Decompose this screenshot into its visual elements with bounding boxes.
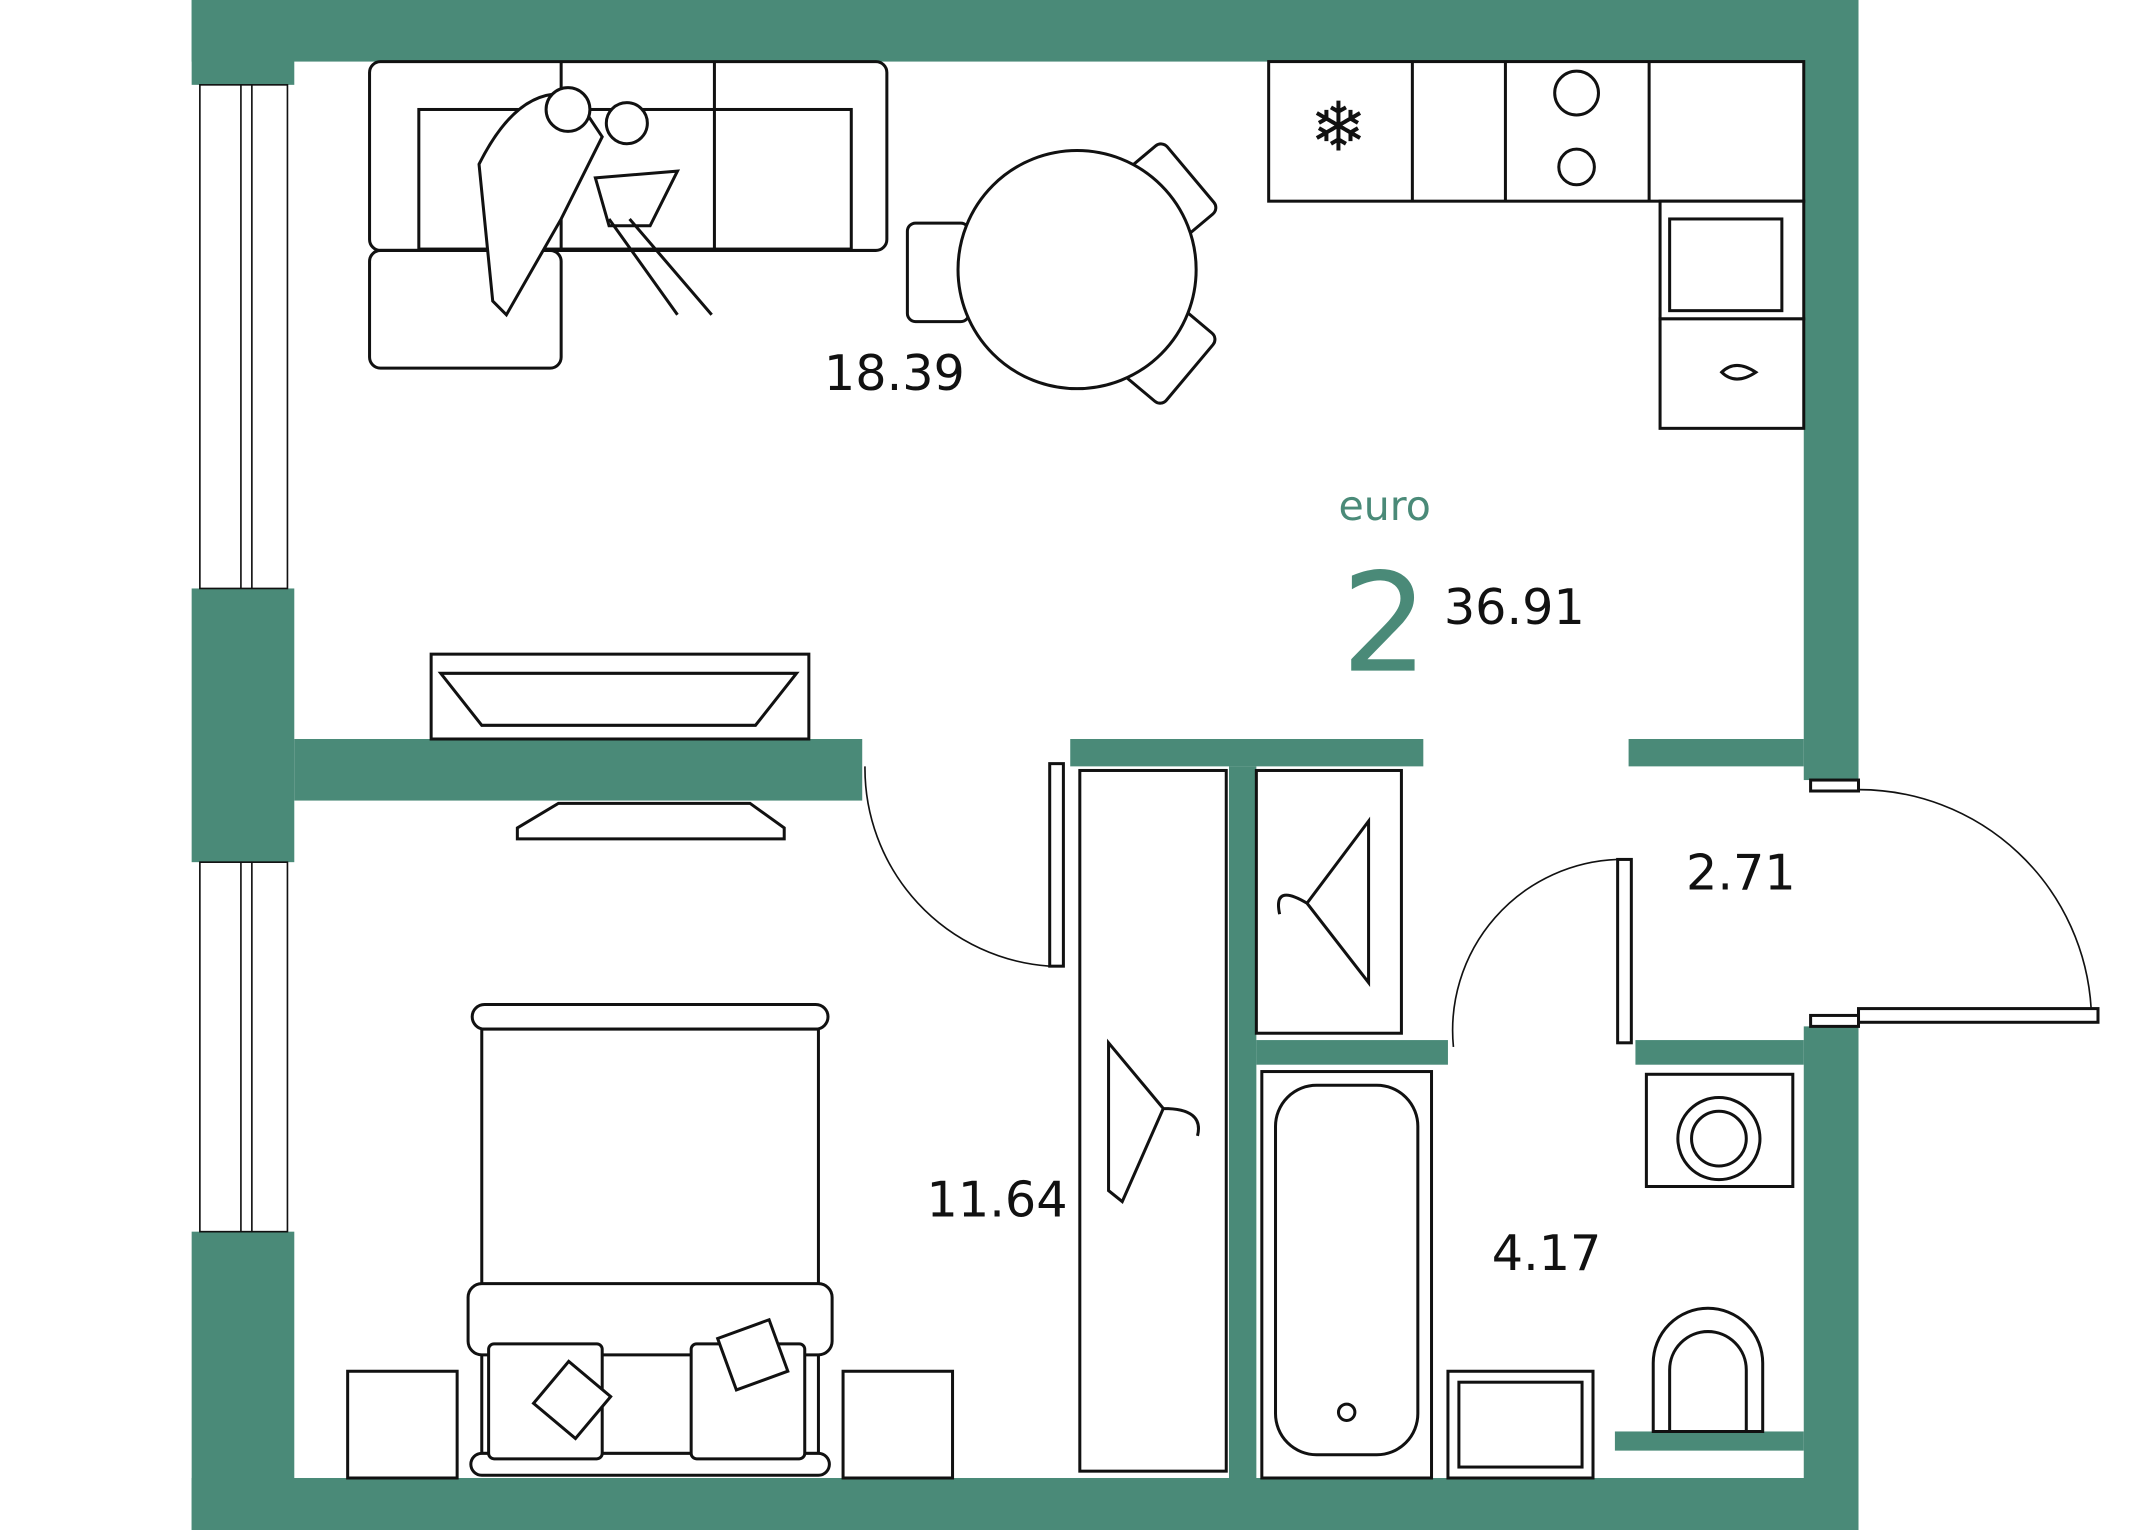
sink-icon <box>1446 1369 1595 1480</box>
people-icon <box>477 86 713 318</box>
freezer-icon: ❄ <box>1310 90 1367 166</box>
dining-table-icon <box>905 142 1218 405</box>
kitchen-counter-icon: ❄ <box>1267 60 1806 430</box>
bed-icon <box>346 1002 955 1480</box>
room-area-bedroom: 11.64 <box>927 1171 1068 1229</box>
room-area-living-kitchen: 18.39 <box>824 344 965 402</box>
rooms-count: 2 <box>1341 545 1428 704</box>
wardrobe-icon <box>1078 768 1403 1473</box>
tv-stand-icon <box>429 652 811 841</box>
washing-machine-icon <box>1644 1072 1795 1189</box>
bathtub-icon <box>1260 1070 1434 1480</box>
room-area-hallway: 2.71 <box>1686 844 1796 902</box>
toilet-icon <box>1651 1306 1765 1433</box>
window-top <box>199 84 289 590</box>
room-area-bathroom: 4.17 <box>1492 1224 1602 1282</box>
window-bottom <box>199 861 289 1233</box>
plan-type-label: euro <box>1338 482 1430 530</box>
walls <box>191 0 1859 1530</box>
doors <box>864 762 2100 1047</box>
total-area: 36.91 <box>1444 578 1585 636</box>
